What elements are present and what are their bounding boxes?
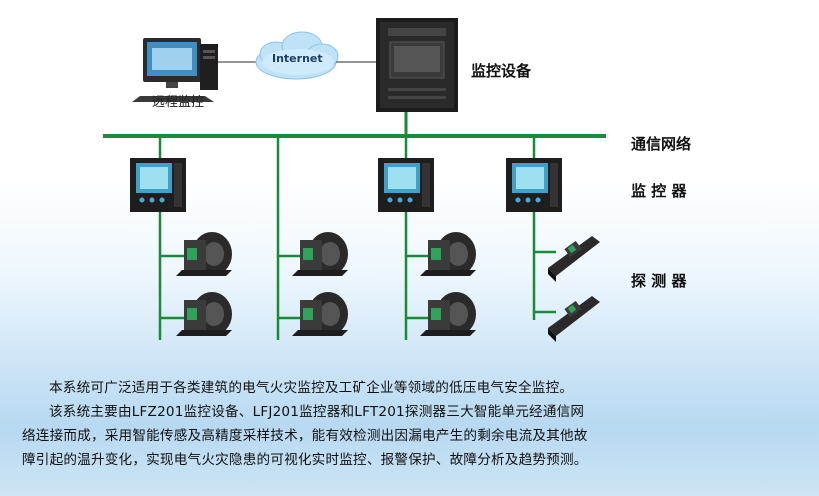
detector-sensor-icon <box>176 232 232 276</box>
monitor-unit-icon <box>506 158 562 212</box>
description-line-4: 障引起的温升变化，实现电气火灾隐患的可视化实时监控、报警保护、故障分析及趋势预测… <box>22 452 588 468</box>
monitor-unit-icon <box>130 158 186 212</box>
network-label: 通信网络 <box>631 135 692 153</box>
remote-monitor-label: 远程监控 <box>152 95 205 110</box>
monitor-unit-icon <box>378 158 434 212</box>
detector-sensor-icon <box>292 232 348 276</box>
monitoring-cabinet-icon <box>376 18 458 112</box>
internet-label: Internet <box>272 52 323 65</box>
remote-computer-icon <box>132 38 218 102</box>
monitor-label: 监 控 器 <box>631 182 687 200</box>
detector-sensor-icon <box>176 292 232 336</box>
linear-detector-icon <box>548 296 600 342</box>
detector-label: 探 测 器 <box>631 272 687 290</box>
linear-detector-icon <box>548 236 600 282</box>
monitor-device-label: 监控设备 <box>471 62 532 80</box>
detector-sensor-icon <box>420 292 476 336</box>
detector-sensor-icon <box>420 232 476 276</box>
description-text: 本系统可广泛适用于各类建筑的电气火灾监控及工矿企业等领域的低压电气安全监控。 该… <box>22 376 802 472</box>
description-line-1: 本系统可广泛适用于各类建筑的电气火灾监控及工矿企业等领域的低压电气安全监控。 <box>49 380 574 396</box>
description-line-2: 该系统主要由LFZ201监控设备、LFJ201监控器和LFT201探测器三大智能… <box>49 404 585 420</box>
detector-sensor-icon <box>292 292 348 336</box>
description-line-3: 络连接而成，采用智能传感及高精度采样技术，能有效检测出因漏电产生的剩余电流及其他… <box>22 428 588 444</box>
